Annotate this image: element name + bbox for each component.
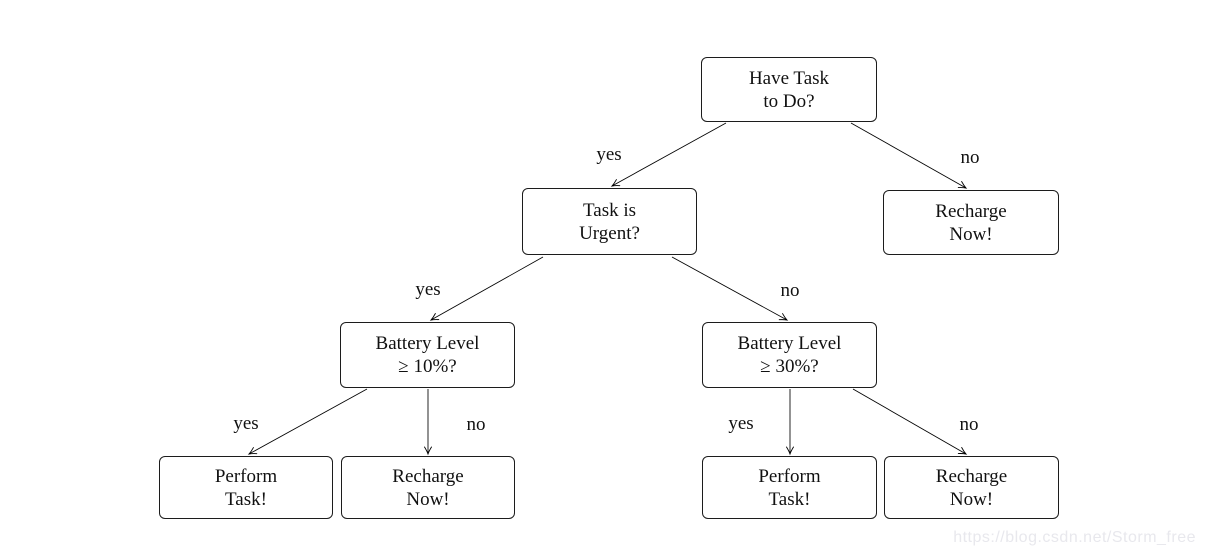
edge-root-no [850, 122, 968, 189]
edge-battery30-no [852, 388, 968, 455]
edge-label-battery30-yes: yes [728, 413, 754, 434]
edge-label-battery30-no: no [959, 414, 979, 435]
edge-urgent-no [671, 256, 789, 321]
node-battery-level-30: Battery Level ≥ 30%? [702, 322, 877, 388]
node-recharge-top: Recharge Now! [883, 190, 1059, 255]
edge-label-root-no: no [960, 147, 980, 168]
edge-label-battery10-yes: yes [233, 413, 259, 434]
node-perform-task-right-line1: Perform [758, 465, 821, 487]
node-recharge-right: Recharge Now! [884, 456, 1059, 519]
node-task-urgent: Task is Urgent? [522, 188, 697, 255]
node-perform-task-left-line2: Task! [225, 488, 267, 510]
node-recharge-right-line1: Recharge [935, 465, 1008, 487]
edge-urgent-yes [429, 256, 544, 321]
watermark-url: https://blog.csdn.net/Storm_free [953, 529, 1196, 546]
node-recharge-left-line2: Now! [406, 488, 450, 510]
node-recharge-top-line1: Recharge [935, 200, 1007, 222]
node-recharge-left: Recharge Now! [341, 456, 515, 519]
node-recharge-left-line1: Recharge [392, 465, 464, 487]
edge-label-urgent-no: no [780, 280, 800, 301]
edge-label-battery10-no: no [466, 414, 486, 435]
node-recharge-top-line2: Now! [949, 223, 993, 245]
node-task-urgent-line2: Urgent? [579, 222, 640, 244]
node-battery-level-10: Battery Level ≥ 10%? [340, 322, 515, 388]
node-battery-level-10-line1: Battery Level [375, 333, 480, 354]
node-battery-level-30-line1: Battery Level [737, 333, 842, 354]
node-have-task-line2: to Do? [763, 90, 815, 112]
node-have-task-line1: Have Task [748, 67, 830, 89]
node-have-task: Have Task to Do? [701, 57, 877, 122]
node-recharge-right-line2: Now! [949, 488, 994, 510]
node-perform-task-left-line1: Perform [214, 465, 278, 487]
edge-battery10-yes [247, 388, 368, 455]
node-perform-task-right-line2: Task! [768, 488, 811, 510]
edge-label-root-yes: yes [596, 144, 622, 165]
edge-label-urgent-yes: yes [415, 279, 441, 300]
node-perform-task-left: Perform Task! [159, 456, 333, 519]
edge-root-yes [610, 122, 727, 187]
node-task-urgent-line1: Task is [582, 199, 637, 221]
node-battery-level-30-line2: ≥ 30%? [760, 356, 819, 377]
node-perform-task-right: Perform Task! [702, 456, 877, 519]
node-battery-level-10-line2: ≥ 10%? [398, 356, 457, 377]
